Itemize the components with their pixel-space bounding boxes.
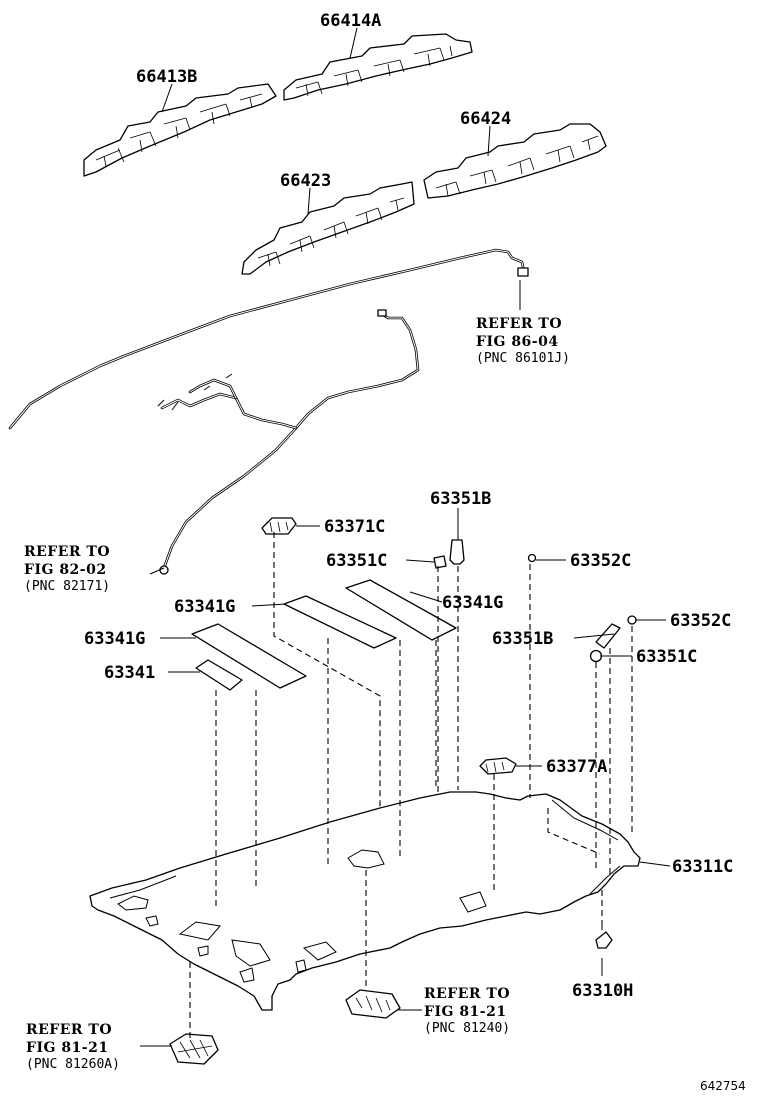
reference-note-81-21-b[interactable]: REFER TO FIG 81-21 (PNC 81260A) [26, 1022, 120, 1072]
svg-text:FIG 86-04: FIG 86-04 [476, 334, 559, 350]
label-63341G-left: 63341G [84, 629, 145, 649]
roof-wire-harness[interactable] [8, 248, 529, 575]
label-63351B-right: 63351B [492, 629, 553, 649]
label-63351B-top: 63351B [430, 489, 491, 509]
cap-63352C-right[interactable] [627, 615, 637, 625]
lamp-81260A[interactable] [169, 1033, 219, 1065]
label-63352C-top: 63352C [570, 551, 631, 571]
silencer-pad-66414A[interactable] [283, 33, 473, 101]
silencer-pad-66413B[interactable] [83, 83, 277, 177]
label-66424: 66424 [460, 109, 511, 129]
bracket-63377A[interactable] [479, 757, 517, 775]
cap-63352C-upper[interactable] [527, 553, 537, 563]
label-63371C: 63371C [324, 517, 385, 537]
pad-63341G-middle[interactable] [283, 595, 397, 649]
reference-note-86-04[interactable]: REFER TO FIG 86-04 (PNC 86101J) [476, 316, 570, 366]
reference-note-81-21-a[interactable]: REFER TO FIG 81-21 (PNC 81240) [424, 986, 510, 1036]
label-63351C-right: 63351C [636, 647, 697, 667]
silencer-pad-66423[interactable] [241, 181, 415, 275]
cap-63351C-upper[interactable] [433, 555, 447, 569]
svg-text:(PNC 82171): (PNC 82171) [24, 579, 110, 594]
leader-lines [140, 27, 671, 1047]
svg-text:REFER TO: REFER TO [24, 544, 110, 560]
assembly-lines [189, 532, 633, 1040]
svg-text:FIG 81-21: FIG 81-21 [424, 1004, 507, 1020]
label-66423: 66423 [280, 171, 331, 191]
svg-text:FIG 82-02: FIG 82-02 [24, 562, 107, 578]
svg-text:REFER TO: REFER TO [26, 1022, 112, 1038]
label-63341G-right: 63341G [442, 593, 503, 613]
clip-63371C[interactable] [261, 517, 297, 535]
svg-text:(PNC 81240): (PNC 81240) [424, 1021, 510, 1036]
svg-text:(PNC 86101J): (PNC 86101J) [476, 351, 570, 366]
svg-text:FIG 81-21: FIG 81-21 [26, 1040, 109, 1056]
pad-63341[interactable] [195, 659, 243, 691]
pad-63341G-left[interactable] [191, 623, 307, 689]
label-66414A: 66414A [320, 11, 381, 31]
label-63352C-right: 63352C [670, 611, 731, 631]
clip-63351B-right[interactable] [595, 623, 621, 649]
label-63351C-top: 63351C [326, 551, 387, 571]
label-63311C: 63311C [672, 857, 733, 877]
pad-63341G-right[interactable] [345, 579, 457, 641]
clip-63310H[interactable] [595, 924, 613, 949]
svg-text:REFER TO: REFER TO [476, 316, 562, 332]
svg-text:(PNC 81260A): (PNC 81260A) [26, 1057, 120, 1072]
svg-text:REFER TO: REFER TO [424, 986, 510, 1002]
roof-headliner-63311C[interactable] [89, 791, 641, 1011]
label-63377A: 63377A [546, 757, 607, 777]
label-63310H: 63310H [572, 981, 633, 1001]
label-63341: 63341 [104, 663, 155, 683]
clip-63351B-upper[interactable] [449, 539, 465, 565]
lamp-81240[interactable] [345, 989, 401, 1019]
cap-63351C-right[interactable] [589, 649, 603, 663]
silencer-pad-66424[interactable] [423, 123, 607, 199]
label-66413B: 66413B [136, 67, 197, 87]
label-63341G-middle: 63341G [174, 597, 235, 617]
diagram-id: 642754 [700, 1079, 746, 1093]
reference-note-82-02[interactable]: REFER TO FIG 82-02 (PNC 82171) [24, 544, 110, 594]
